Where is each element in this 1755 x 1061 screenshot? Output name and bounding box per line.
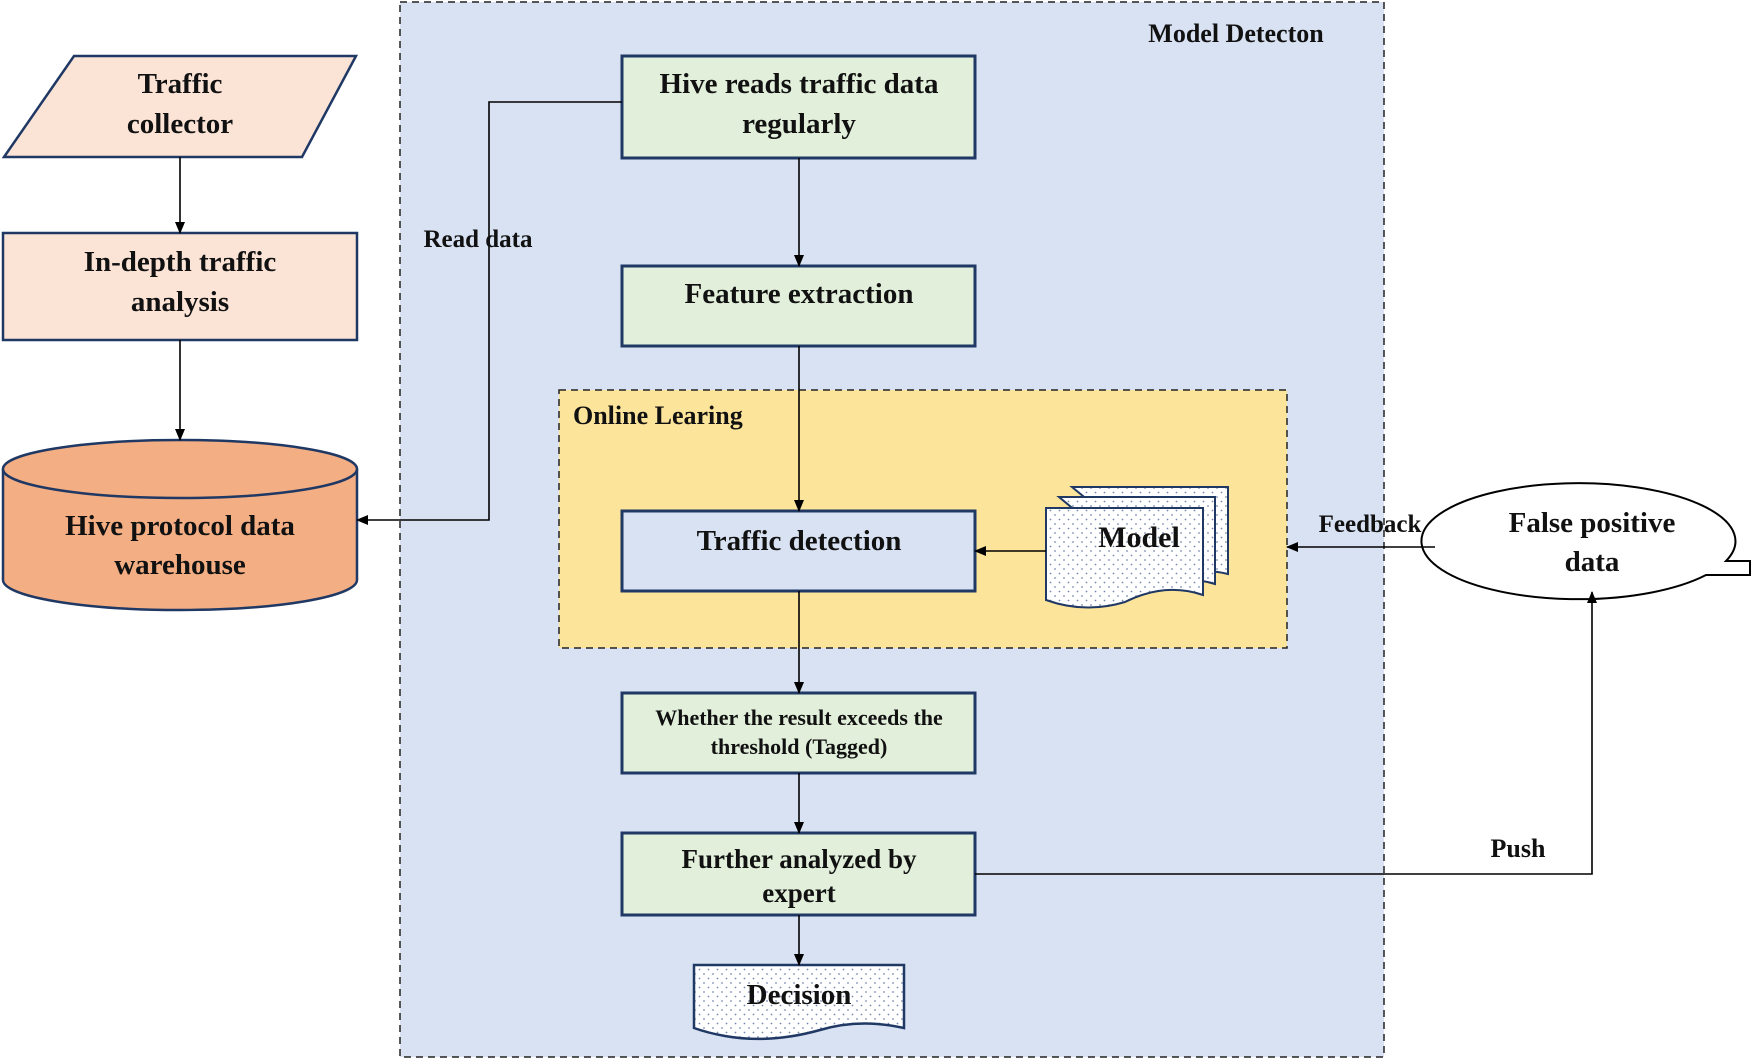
traffic-collector-node: Traffic collector: [1, 54, 359, 159]
hive-reads-label-line1: Hive reads traffic data: [660, 68, 939, 100]
traffic-collector-label-line1: Traffic: [138, 68, 223, 100]
expert-analysis-label-line2: expert: [762, 878, 835, 908]
model-detection-title: Model Detecton: [1148, 19, 1324, 48]
read-data-label: Read data: [423, 226, 533, 253]
expert-analysis-label-line1: Further analyzed by: [682, 844, 917, 874]
feedback-label: Feedback: [1319, 511, 1422, 538]
push-label: Push: [1491, 834, 1546, 863]
online-learning-title: Online Learing: [573, 401, 743, 430]
expert-analysis-node: Further analyzed by expert: [620, 831, 977, 917]
model-label: Model: [1098, 521, 1180, 554]
false-positive-node: False positive data: [1420, 482, 1751, 601]
false-positive-label-line2: data: [1565, 546, 1620, 578]
false-positive-label-line1: False positive: [1509, 507, 1676, 539]
traffic-collector-label-line2: collector: [127, 108, 233, 140]
read-data-arrow: [356, 101, 622, 525]
hive-reads-node: Hive reads traffic data regularly: [620, 54, 977, 160]
connectors: [175, 101, 1597, 966]
hive-reads-label-line2: regularly: [742, 108, 856, 140]
hive-warehouse-label-line1: Hive protocol data: [65, 510, 295, 542]
model-node: Model: [1045, 486, 1229, 609]
feature-extraction-node: Feature extraction: [620, 264, 977, 348]
hive-warehouse-node: Hive protocol data warehouse: [1, 438, 359, 612]
threshold-check-label-line1: Whether the result exceeds the: [655, 705, 943, 730]
feature-extraction-label: Feature extraction: [685, 278, 914, 310]
indepth-analysis-label-line2: analysis: [131, 286, 229, 318]
traffic-detection-label: Traffic detection: [697, 525, 902, 557]
hive-warehouse-label-line2: warehouse: [114, 549, 246, 581]
threshold-check-label-line2: threshold (Tagged): [711, 734, 888, 759]
push-arrow: [975, 591, 1597, 875]
indepth-analysis-node: In-depth traffic analysis: [1, 231, 359, 342]
threshold-check-node: Whether the result exceeds the threshold…: [620, 691, 977, 775]
indepth-analysis-label-line1: In-depth traffic: [84, 246, 277, 278]
decision-node: Decision: [692, 963, 906, 1041]
decision-label: Decision: [747, 979, 852, 1011]
traffic-detection-node: Traffic detection: [620, 509, 977, 593]
